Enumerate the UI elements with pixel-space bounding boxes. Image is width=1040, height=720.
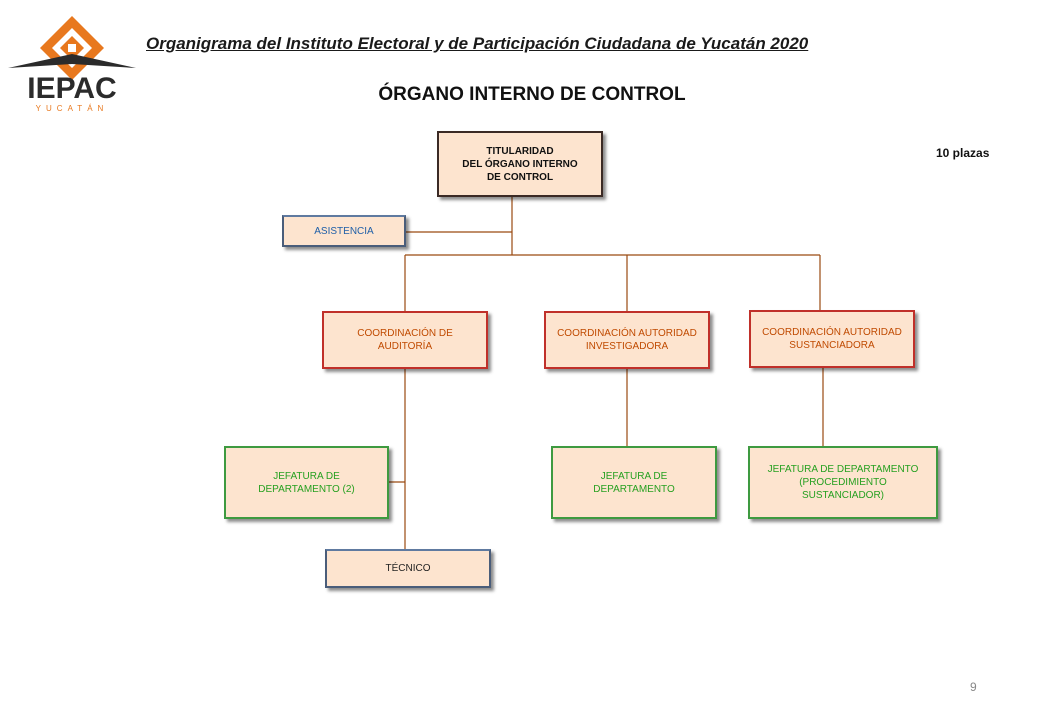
box-titularidad: TITULARIDAD DEL ÓRGANO INTERNO DE CONTRO…: [437, 131, 603, 197]
page-number: 9: [970, 680, 977, 694]
logo-text: IEPAC: [27, 72, 116, 105]
box-jefatura-auditoria: JEFATURA DE DEPARTAMENTO (2): [224, 446, 389, 519]
box-coordinacion-sustanciadora: COORDINACIÓN AUTORIDAD SUSTANCIADORA: [749, 310, 915, 368]
box-coordinacion-investigadora: COORDINACIÓN AUTORIDAD INVESTIGADORA: [544, 311, 710, 369]
box-jefatura-sustanciadora: JEFATURA DE DEPARTAMENTO (PROCEDIMIENTO …: [748, 446, 938, 519]
iepac-logo: IEPAC YUCATÁN: [6, 14, 138, 114]
box-asistencia: ASISTENCIA: [282, 215, 406, 247]
logo-subtext: YUCATÁN: [36, 104, 109, 113]
plazas-count: 10 plazas: [936, 146, 990, 160]
section-title: ÓRGANO INTERNO DE CONTROL: [378, 84, 686, 105]
logo-mark-icon: [8, 16, 136, 80]
box-coordinacion-auditoria: COORDINACIÓN DE AUDITORÍA: [322, 311, 488, 369]
page-title: Organigrama del Instituto Electoral y de…: [146, 34, 809, 53]
box-jefatura-investigadora: JEFATURA DE DEPARTAMENTO: [551, 446, 717, 519]
box-tecnico: TÉCNICO: [325, 549, 491, 588]
